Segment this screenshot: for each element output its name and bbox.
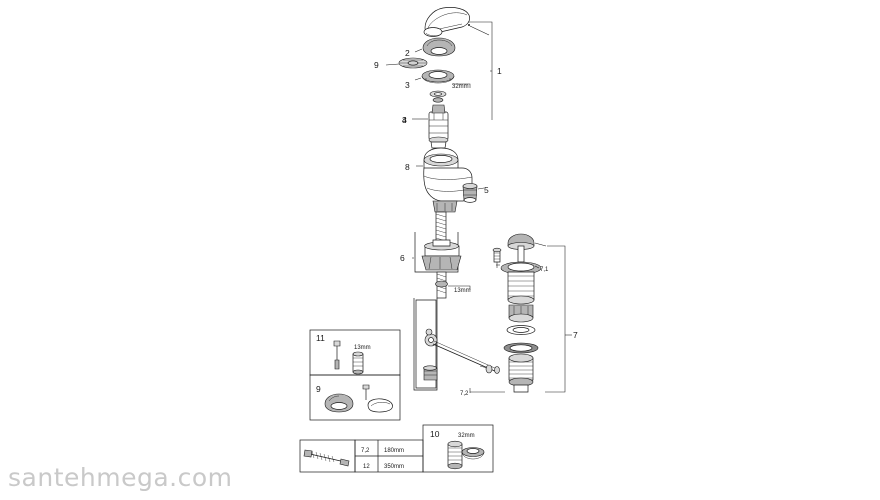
callout-7-1: 7,1 (540, 267, 549, 273)
callout-9-upper: 9 (374, 60, 379, 70)
part-screw-9-upper (398, 57, 428, 69)
callout-7: 7 (573, 330, 578, 340)
part-cartridge (428, 104, 449, 149)
inset-table-lengths: 7,2 180mm 12 350mm (354, 439, 424, 473)
dimension-32mm-waste: 32mm (458, 433, 475, 439)
callout-leader-2 (414, 48, 423, 53)
part-washer-small (429, 90, 447, 103)
table-row-1-value: 180mm (384, 448, 404, 454)
callout-leader-3 (414, 77, 471, 88)
part-aerator (462, 183, 478, 203)
part-pivot-rod-clip (479, 364, 500, 374)
callout-leader-9-upper (385, 63, 400, 66)
callout-leader-7-2 (469, 388, 505, 393)
inset-panel-hose (299, 439, 356, 473)
part-lever-handle (423, 7, 470, 37)
callout-leader-7-1 (496, 262, 540, 269)
part-popup-waste (500, 233, 542, 393)
callout-11: 11 (316, 333, 325, 343)
part-waste-small-bits (492, 247, 502, 263)
site-watermark: santehmega.com (8, 463, 233, 492)
callout-4-text: 4 (402, 115, 407, 125)
part-cap-cover (422, 37, 456, 57)
part-cartridge-nut (421, 69, 455, 84)
callout-10: 10 (430, 429, 440, 439)
table-row-2-value: 350mm (384, 464, 404, 470)
callout-leader-1 (468, 21, 493, 120)
callout-4: 3 (402, 115, 407, 125)
callout-5: 5 (484, 185, 489, 195)
callout-9-lower: 9 (316, 384, 321, 394)
callout-7-2: 7,2 (460, 391, 469, 397)
callout-8: 8 (405, 162, 410, 172)
inset-panel-11: 11 13mm (309, 329, 401, 376)
callout-3: 3 (405, 80, 410, 90)
callout-leader-5 (477, 187, 485, 190)
callout-6: 6 (400, 253, 405, 263)
callout-2: 2 (405, 48, 410, 58)
callout-leader-7 (534, 242, 572, 393)
table-row-2-num: 12 (363, 464, 370, 470)
table-row-1-num: 7,2 (361, 448, 370, 454)
inset-panel-9: 9 (309, 374, 401, 421)
callout-1: 1 (497, 66, 502, 76)
part-faucet-body (423, 147, 473, 213)
dimension-13mm-shank: 13mm (454, 288, 471, 294)
dimension-13mm-tool: 13mm (354, 345, 371, 351)
dimension-32mm-cartridge: 32mm (452, 84, 469, 90)
part-shank-nut (435, 271, 471, 299)
inset-panel-10: 10 32mm (422, 424, 494, 473)
part-mounting-bracket (414, 232, 462, 273)
part-lift-rod-arm (413, 298, 498, 391)
